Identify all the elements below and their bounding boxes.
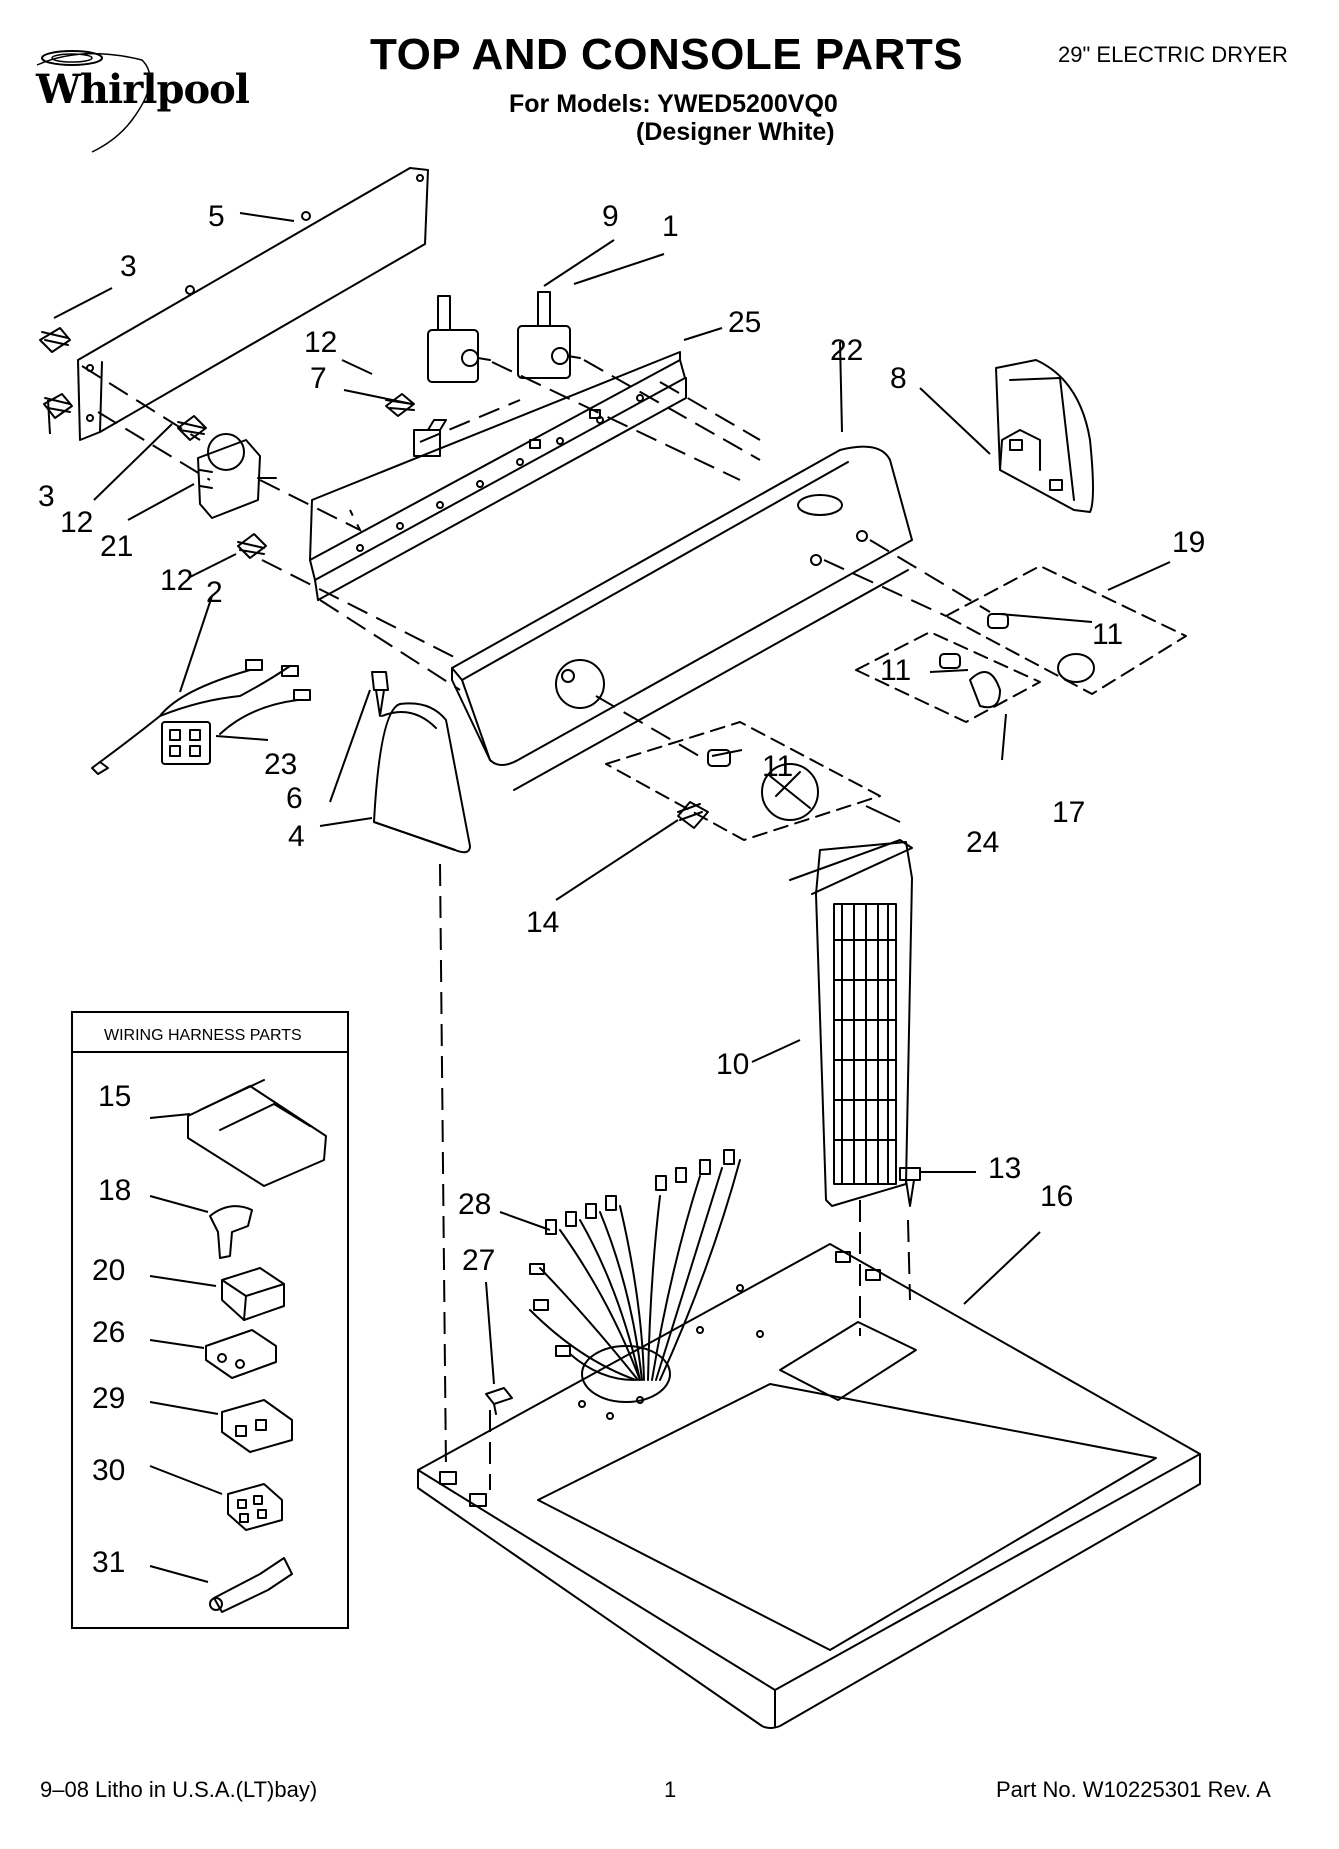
page-title: TOP AND CONSOLE PARTS — [370, 30, 964, 79]
footer-part-number: Part No. W10225301 Rev. A — [996, 1777, 1271, 1802]
part-31-terminal — [209, 1557, 293, 1613]
part-29-connector — [221, 1399, 293, 1453]
assembly-lines — [81, 359, 991, 1490]
part-21-timer — [197, 433, 277, 519]
part-15-connector — [187, 1079, 327, 1187]
footer-litho: 9–08 Litho in U.S.A.(LT)bay) — [40, 1777, 318, 1802]
part-16-top-panel — [417, 1243, 1201, 1729]
callout-22: 22 — [830, 334, 863, 367]
callout-1: 1 — [662, 210, 679, 243]
brand-name: Whirlpool — [36, 66, 250, 113]
callout-11-lower: 11 — [762, 750, 793, 783]
callout-23: 23 — [264, 748, 297, 781]
part-26-connector — [205, 1329, 277, 1379]
part-4-end-cap — [373, 702, 471, 854]
part-18-clip — [209, 1205, 253, 1259]
part-14-screw — [677, 801, 709, 829]
wiring-harness-box-title: WIRING HARNESS PARTS — [104, 1027, 302, 1044]
product-type: 29" ELECTRIC DRYER — [1058, 42, 1288, 67]
callout-26: 26 — [92, 1316, 125, 1349]
part-17-knob-assembly — [855, 631, 1041, 723]
part-12-screw-c — [237, 533, 267, 559]
callout-numbers: 1 2 3 3 4 5 6 7 8 9 10 11 11 11 12 12 12… — [38, 200, 1205, 1579]
callout-29: 29 — [92, 1382, 125, 1415]
callout-12-left: 12 — [60, 506, 93, 539]
callout-14: 14 — [526, 906, 559, 939]
part-10-lint-screen — [789, 839, 913, 1207]
part-28-harness-wires — [529, 1149, 741, 1381]
callout-7: 7 — [310, 362, 327, 395]
callout-3-top: 3 — [120, 250, 137, 283]
part-9-switch — [427, 295, 491, 383]
callout-31: 31 — [92, 1546, 125, 1579]
callout-10: 10 — [716, 1048, 749, 1081]
callout-8: 8 — [890, 362, 907, 395]
wiring-harness-box — [71, 1011, 349, 1629]
color-line: (Designer White) — [636, 118, 835, 146]
part-23-connector — [161, 721, 211, 765]
callout-19: 19 — [1172, 526, 1205, 559]
callout-20: 20 — [92, 1254, 125, 1287]
callout-27: 27 — [462, 1244, 495, 1277]
part-27-sensor — [485, 1387, 513, 1415]
part-19-knob-assembly — [945, 565, 1187, 695]
callout-6: 6 — [286, 782, 303, 815]
callout-leaders — [47, 212, 1171, 1583]
callout-12-top: 12 — [304, 326, 337, 359]
callout-24: 24 — [966, 826, 999, 859]
part-13-screw — [899, 1167, 921, 1207]
footer-page-number: 1 — [664, 1777, 677, 1802]
callout-16: 16 — [1040, 1180, 1073, 1213]
part-3-screw-bottom — [43, 393, 73, 419]
callout-9: 9 — [602, 200, 619, 233]
callout-18: 18 — [98, 1174, 131, 1207]
part-12-screw-b — [177, 415, 207, 441]
part-7-clip — [413, 419, 447, 457]
part-5-rear-panel — [77, 167, 429, 441]
callout-12-lower: 12 — [160, 564, 193, 597]
callout-17: 17 — [1052, 796, 1085, 829]
part-25-control-bracket — [309, 351, 687, 601]
callout-11-middle: 11 — [880, 654, 911, 687]
part-8-end-cap — [995, 359, 1094, 513]
callout-2: 2 — [206, 576, 223, 609]
part-20-connector — [221, 1267, 285, 1321]
part-6-screw — [371, 671, 389, 717]
models-line: For Models: YWED5200VQ0 — [509, 90, 838, 118]
callout-11-right: 11 — [1092, 618, 1123, 651]
callout-13: 13 — [988, 1152, 1021, 1185]
part-22-console — [451, 445, 913, 791]
part-30-connector — [227, 1483, 283, 1531]
callout-15: 15 — [98, 1080, 131, 1113]
logo-swirl-icon — [36, 50, 151, 153]
whirlpool-logo — [22, 40, 272, 160]
part-2-wire-harness — [91, 659, 311, 775]
part-24-knob-assembly — [605, 721, 881, 841]
callout-25: 25 — [728, 306, 761, 339]
callout-4: 4 — [288, 820, 305, 853]
callout-30: 30 — [92, 1454, 125, 1487]
callout-21: 21 — [100, 530, 133, 563]
part-1-switch — [517, 291, 581, 379]
part-12-screw-a — [385, 393, 415, 417]
callout-5: 5 — [208, 200, 225, 233]
callout-28: 28 — [458, 1188, 491, 1221]
part-3-screw-top — [39, 327, 71, 353]
callout-3-bottom: 3 — [38, 480, 55, 513]
